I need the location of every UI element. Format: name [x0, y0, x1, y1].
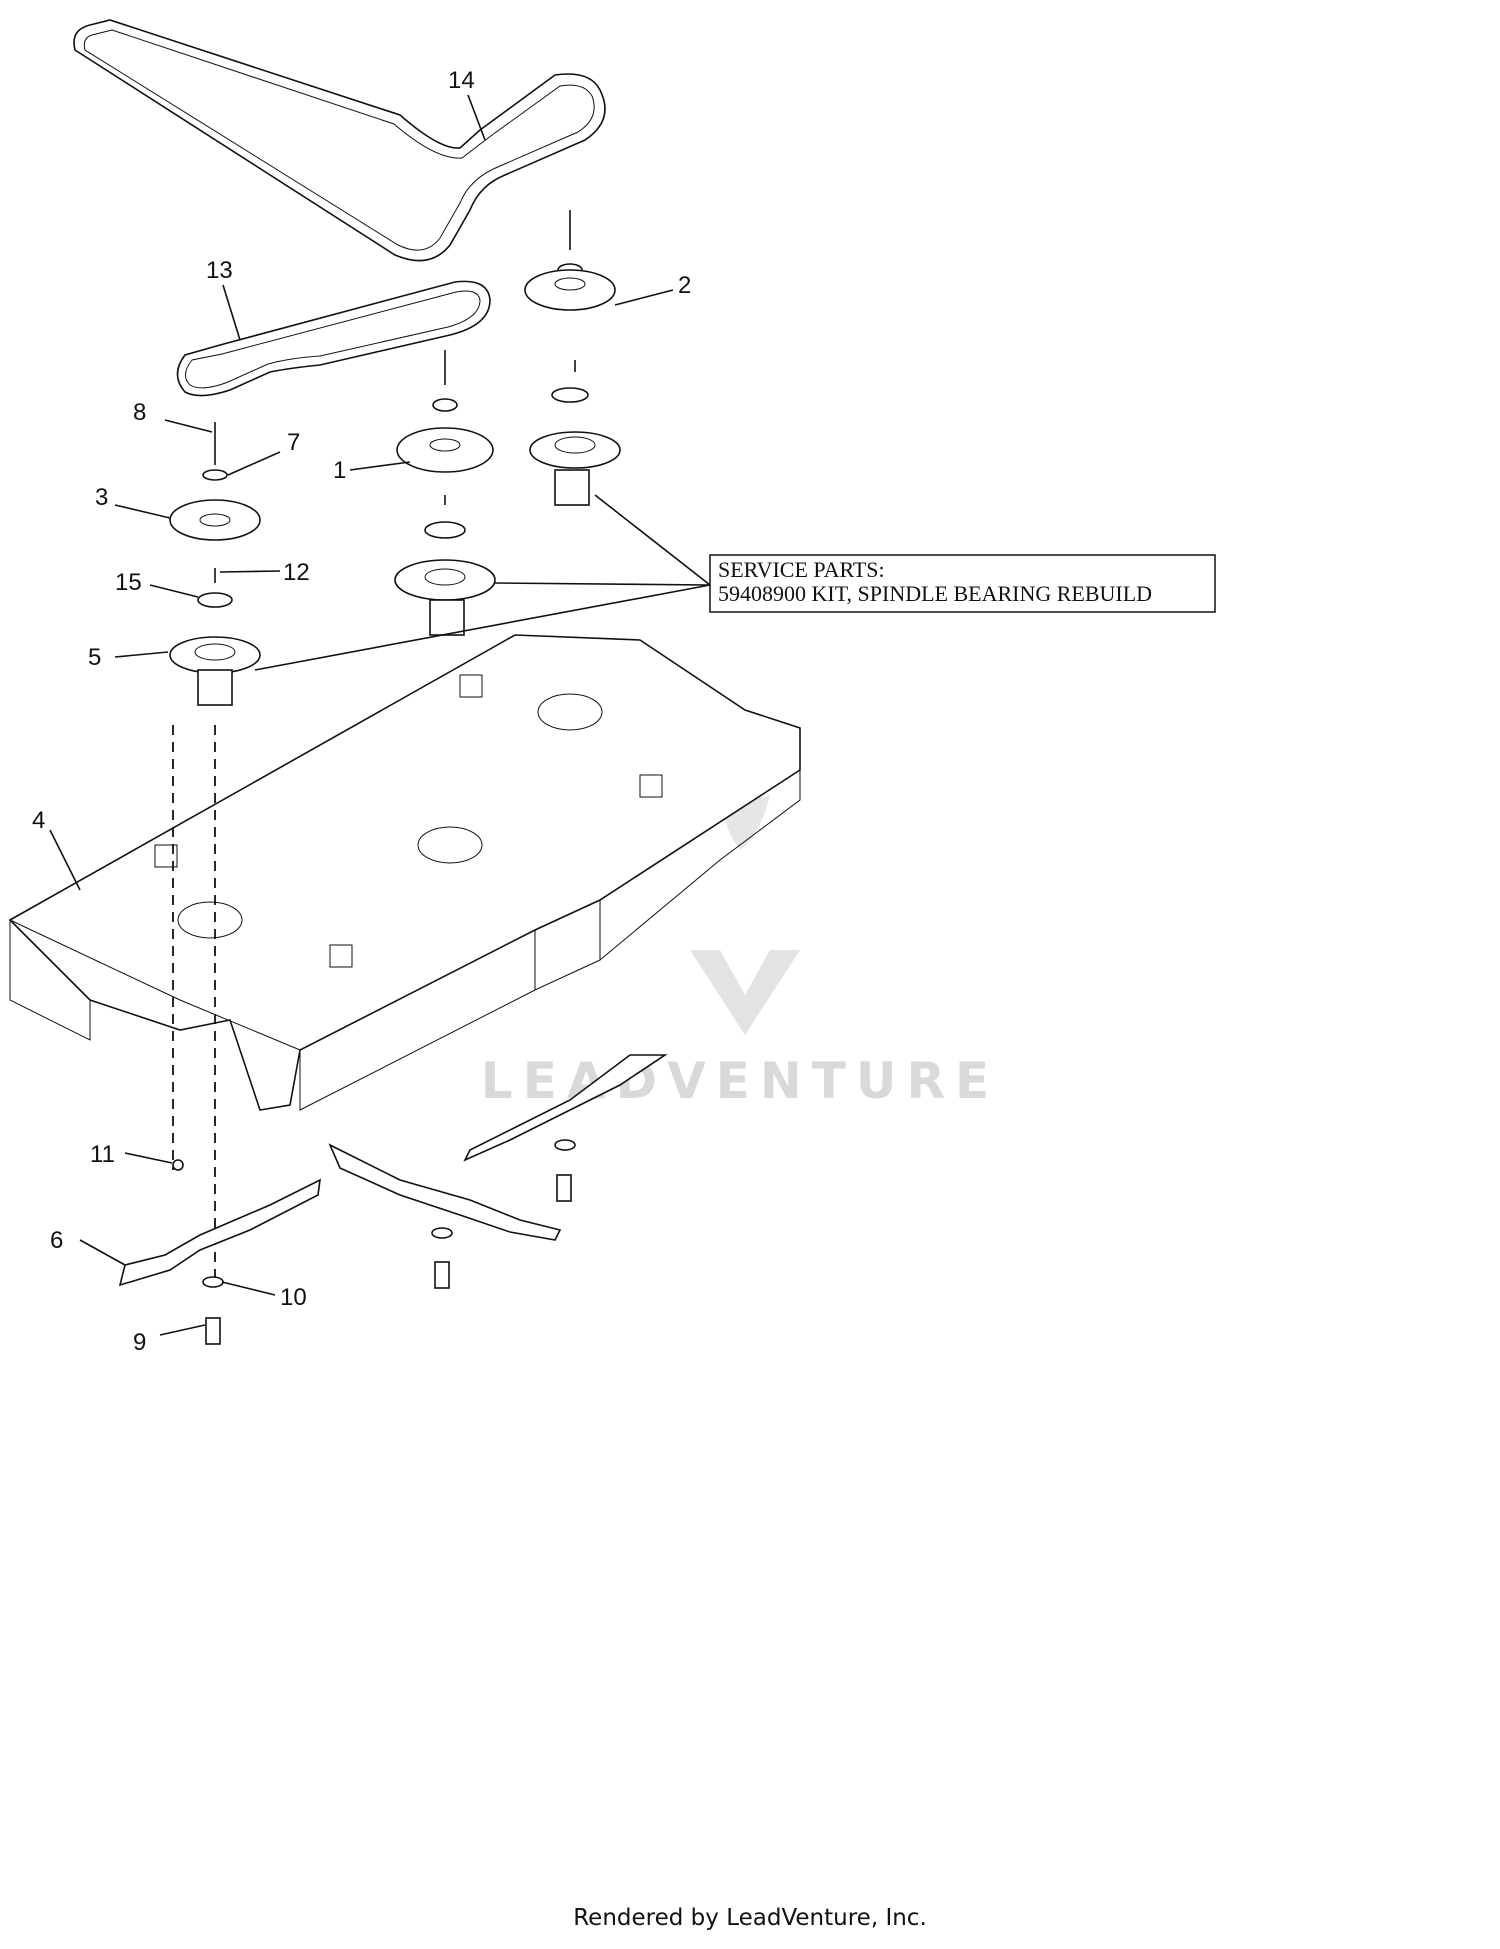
watermark-text: LEADVENTURE — [481, 1052, 999, 1110]
spindle-stack-left — [169, 422, 261, 706]
belt-13 — [176, 280, 491, 397]
service-parts-title: SERVICE PARTS: — [718, 557, 885, 582]
callout-10: 10 — [280, 1284, 307, 1311]
spindle-stack-center — [394, 350, 496, 636]
callout-7: 7 — [287, 429, 300, 456]
belt-14 — [73, 19, 606, 262]
leader-lines — [49, 94, 711, 1336]
hardware-left — [172, 1139, 576, 1345]
blade-right — [463, 1054, 668, 1162]
callout-12: 12 — [283, 559, 310, 586]
callout-15: 15 — [115, 569, 142, 596]
callout-6: 6 — [50, 1227, 63, 1254]
service-parts-box: SERVICE PARTS: 59408900 KIT, SPINDLE BEA… — [709, 554, 1216, 613]
callout-5: 5 — [88, 644, 101, 671]
spindle-stack-right — [524, 210, 621, 506]
footer-credit: Rendered by LeadVenture, Inc. — [573, 1905, 927, 1931]
callout-14: 14 — [448, 67, 475, 94]
callout-9: 9 — [133, 1329, 146, 1356]
callout-1: 1 — [333, 457, 346, 484]
blade-6 — [118, 1178, 321, 1287]
service-parts-kit: 59408900 KIT, SPINDLE BEARING REBUILD — [718, 581, 1152, 606]
callout-8: 8 — [133, 399, 146, 426]
callout-3: 3 — [95, 484, 108, 511]
mower-deck-4 — [8, 634, 801, 1111]
callout-4: 4 — [32, 807, 45, 834]
callout-13: 13 — [206, 257, 233, 284]
callout-11: 11 — [90, 1141, 115, 1168]
blade-center — [328, 1143, 562, 1241]
callout-2: 2 — [678, 272, 691, 299]
